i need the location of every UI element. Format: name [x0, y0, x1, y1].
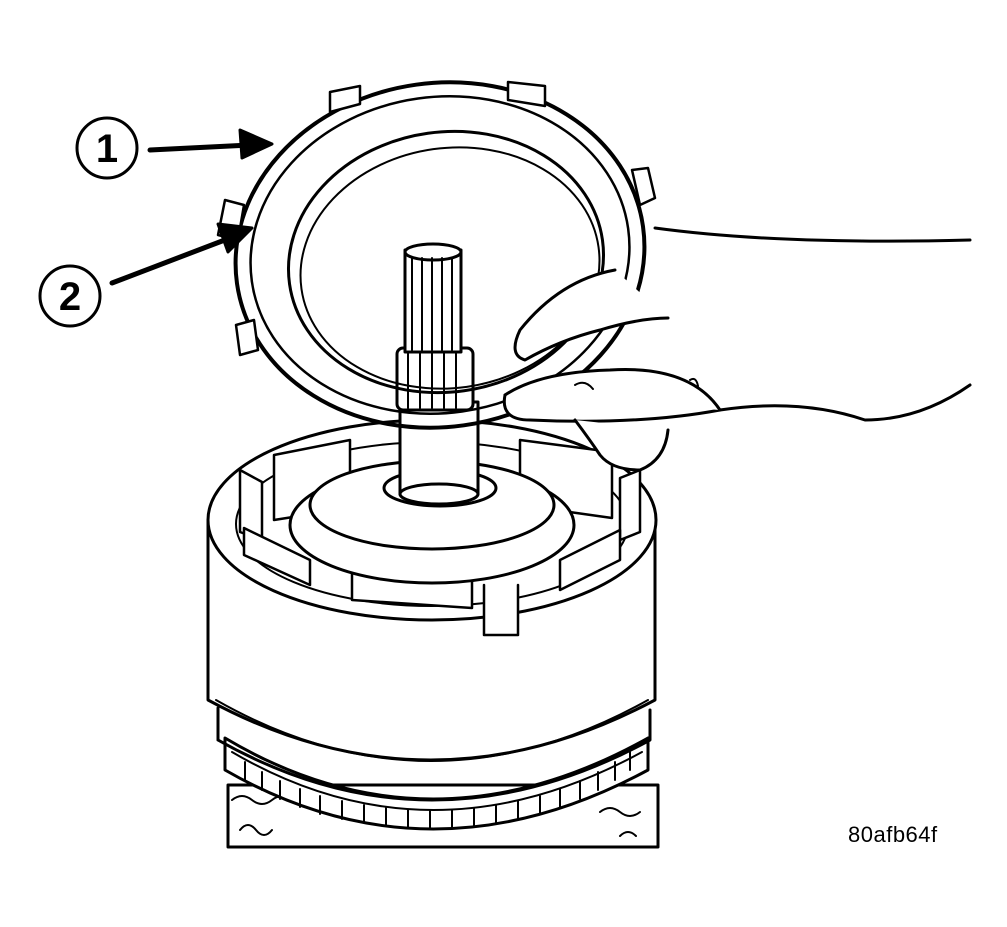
- lower-gear-ring: [223, 736, 650, 831]
- input-shaft: [395, 242, 480, 506]
- drum-tabs: [238, 438, 642, 637]
- callout-1: 1: [75, 116, 274, 180]
- callout-2: 2: [38, 222, 254, 328]
- snap-ring-assembly: [216, 80, 657, 430]
- callout-2-label: 2: [59, 275, 81, 319]
- hand: [502, 226, 972, 472]
- callout-1-label: 1: [96, 127, 118, 171]
- figure-id: 80afb64f: [848, 822, 938, 847]
